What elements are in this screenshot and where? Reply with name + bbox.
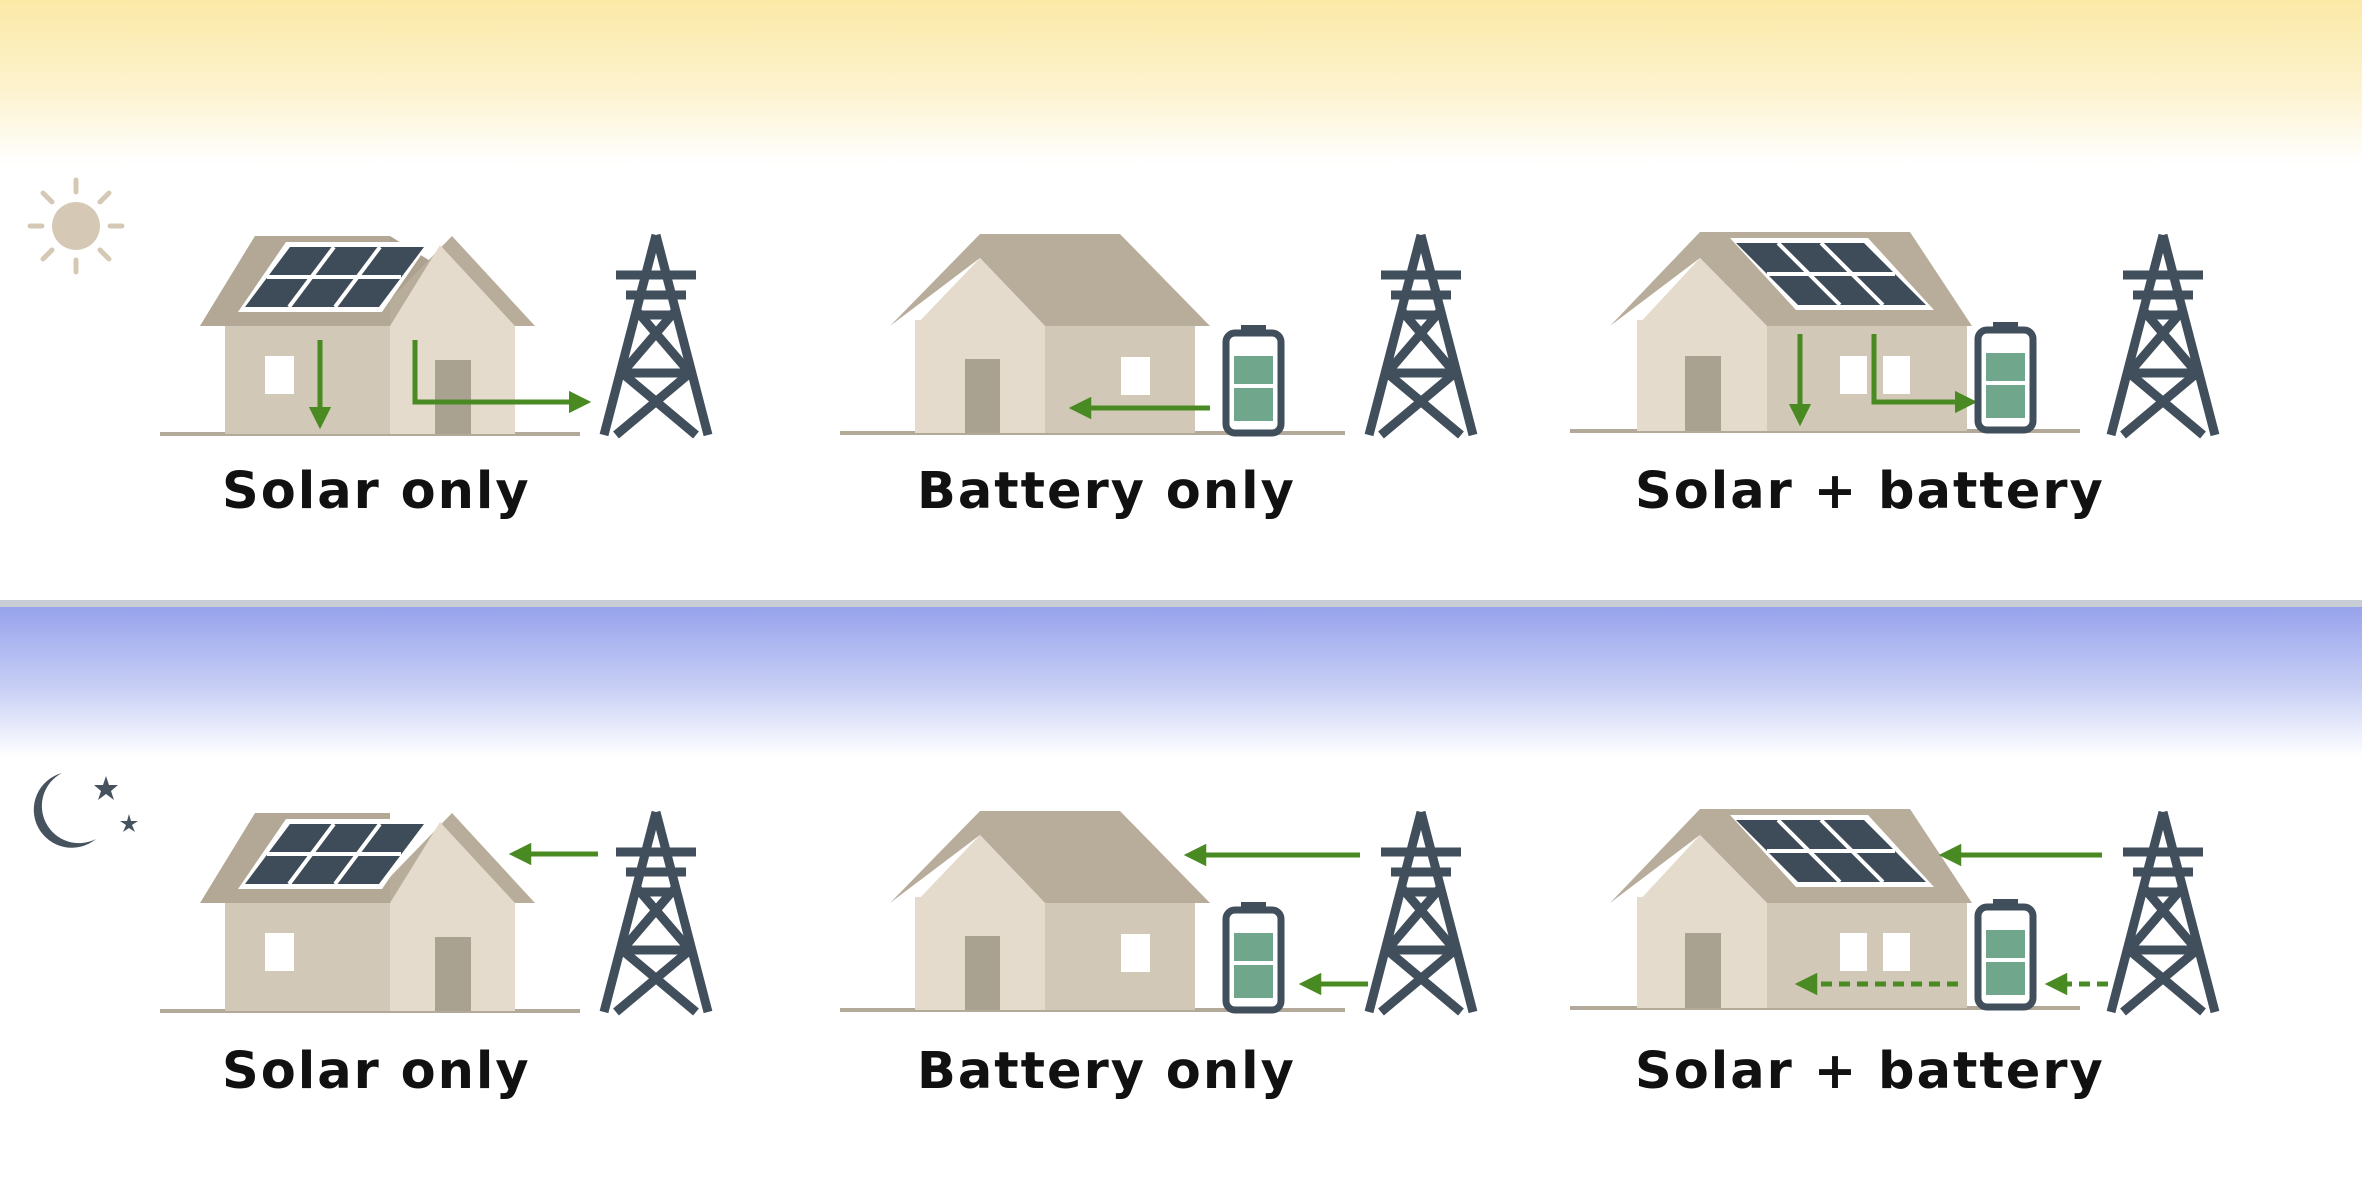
day-scenario-label-solar-battery: Solar + battery (1635, 462, 2105, 521)
pylon-icon (1364, 810, 1478, 1016)
house-with-solar-icon (200, 813, 535, 1011)
solar-panel-icon (1730, 815, 1934, 887)
house-with-solar-icon (200, 236, 535, 434)
solar-panel-icon (1730, 238, 1934, 310)
arrow-to-grid-icon (412, 340, 592, 414)
battery-icon (1222, 325, 1285, 437)
day-solar-only-scene (160, 233, 713, 439)
pylon-icon (1364, 233, 1478, 439)
night-scenario-label-battery-only: Battery only (917, 1042, 1296, 1101)
solar-panel-icon (238, 242, 430, 312)
night-solar-battery-scene (1570, 809, 2220, 1016)
day-solar-battery-scene (1570, 232, 2220, 439)
moon-stars-icon (33, 773, 138, 848)
pylon-icon (2106, 233, 2220, 439)
sun-icon (27, 177, 125, 275)
battery-icon (1222, 902, 1285, 1014)
day-scene (27, 177, 2220, 439)
pylon-icon (2106, 810, 2220, 1016)
house-icon (890, 811, 1210, 1010)
house-with-solar-icon (1610, 809, 1972, 1008)
day-scenario-label-battery-only: Battery only (917, 462, 1296, 521)
night-battery-only-scene (840, 810, 1478, 1016)
night-scenario-label-solar-only: Solar only (222, 1042, 531, 1101)
night-panel: Solar only Battery only Solar + battery (0, 607, 2362, 1181)
night-scene (33, 773, 2220, 1016)
arrow-to-battery-icon (1871, 334, 1978, 414)
day-battery-only-scene (840, 233, 1478, 439)
pylon-icon (599, 233, 713, 439)
night-scenario-label-solar-battery: Solar + battery (1635, 1042, 2105, 1101)
pylon-icon (599, 810, 713, 1016)
solar-panel-icon (238, 819, 430, 889)
battery-icon (1974, 322, 2037, 434)
night-solar-only-scene (160, 810, 713, 1016)
day-scenario-label-solar-only: Solar only (222, 462, 531, 521)
day-panel: Solar only Battery only Solar + battery (0, 0, 2362, 600)
battery-icon (1974, 899, 2037, 1011)
section-divider (0, 600, 2362, 607)
house-icon (890, 234, 1210, 433)
